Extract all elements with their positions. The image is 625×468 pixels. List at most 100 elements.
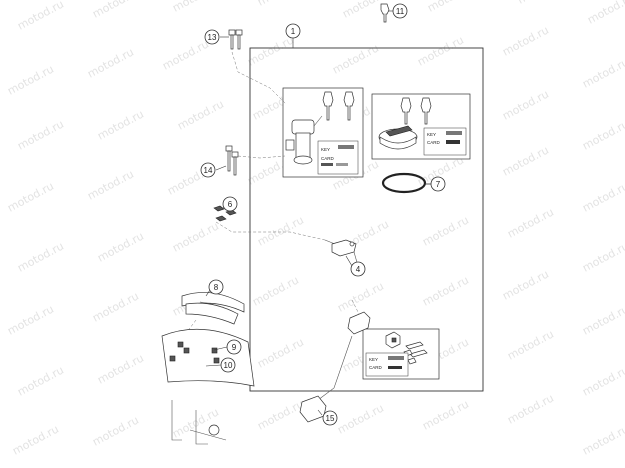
watermark-text: motod.ru: [5, 62, 56, 97]
callout-leader-15: [317, 409, 323, 416]
callout-number-8: 8: [214, 283, 219, 292]
callout-leader-10: [205, 364, 222, 367]
callout-13: 13: [204, 29, 220, 45]
callout-1: 1: [285, 23, 301, 39]
watermark-text: motod.ru: [580, 55, 625, 90]
nut-set: [213, 205, 237, 222]
watermark-text: motod.ru: [585, 0, 625, 27]
key-pair-seat: [403, 341, 428, 365]
watermark-text: motod.ru: [255, 213, 306, 248]
key-pair-upper: [322, 91, 355, 121]
ignition-switch: [285, 115, 323, 165]
callout-circle-11: [392, 3, 408, 19]
watermark-text: motod.ru: [15, 363, 66, 398]
key-card-c-code-label: CARD: [369, 365, 383, 370]
watermark-text: motod.ru: [160, 37, 211, 72]
key-blank: [380, 3, 390, 23]
callout-4: 4: [350, 261, 366, 277]
watermark-text: motod.ru: [90, 289, 141, 324]
mounting-bracket: [171, 400, 227, 445]
key-card-c-key-label: KEY: [369, 357, 378, 362]
callout-leader-9: [213, 346, 228, 351]
watermark-text: motod.ru: [85, 167, 136, 202]
watermark-text: motod.ru: [255, 0, 306, 9]
callout-circle-4: [350, 261, 366, 277]
callout-6: 6: [222, 196, 238, 212]
callout-10: 10: [220, 357, 236, 373]
watermark-text: motod.ru: [580, 239, 625, 274]
cable-actuator: [331, 239, 357, 257]
watermark-text: motod.ru: [90, 0, 141, 21]
bolt-set-mid: [225, 145, 239, 176]
watermark-text: motod.ru: [580, 117, 625, 152]
callout-7: 7: [430, 176, 446, 192]
callout-11: 11: [392, 3, 408, 19]
callout-8: 8: [208, 279, 224, 295]
watermark-text: motod.ru: [500, 87, 551, 122]
watermark-text: motod.ru: [415, 33, 466, 68]
callout-circle-9: [226, 339, 242, 355]
watermark-text: motod.ru: [85, 45, 136, 80]
watermark-text: motod.ru: [580, 363, 625, 398]
callout-number-15: 15: [326, 414, 335, 423]
key-card-a-key-label: KEY: [321, 147, 330, 152]
watermark-text: motod.ru: [15, 0, 66, 33]
watermark-text: motod.ru: [15, 239, 66, 274]
watermark-text: motod.ru: [420, 273, 471, 308]
watermark-text: motod.ru: [175, 97, 226, 132]
watermark-text: motod.ru: [335, 401, 386, 436]
watermark-text: motod.ru: [425, 0, 476, 15]
callout-circle-8: [208, 279, 224, 295]
callout-circle-7: [430, 176, 446, 192]
callout-number-13: 13: [208, 33, 217, 42]
latch-bracket: [299, 395, 327, 423]
bezel-cover: [181, 292, 245, 325]
key-card-a-code-label: CARD: [321, 156, 335, 161]
watermark-text: motod.ru: [505, 391, 556, 426]
watermark-text: motod.ru: [95, 107, 146, 142]
watermark-text: motod.ru: [245, 33, 296, 68]
lock-cable: [215, 221, 326, 241]
o-ring: [381, 172, 427, 194]
watermark-text: motod.ru: [500, 143, 551, 178]
callout-circle-14: [200, 162, 216, 178]
kit-frame: [249, 47, 484, 392]
watermark-layer: motod.ru motod.ru motod.ru motod.ru motod.ru…: [5, 0, 625, 458]
lower-cover: [161, 328, 255, 387]
callout-circle-1: [285, 23, 301, 39]
callout-number-4: 4: [356, 265, 361, 274]
watermark-text: motod.ru: [420, 213, 471, 248]
watermark-text: motod.ru: [330, 41, 381, 76]
watermark-text: motod.ru: [335, 279, 386, 314]
watermark-text: motod.ru: [250, 273, 301, 308]
watermark-text: motod.ru: [580, 302, 625, 337]
watermark-text: motod.ru: [505, 327, 556, 362]
watermark-text: motod.ru: [95, 229, 146, 264]
watermark-text: motod.ru: [515, 0, 566, 7]
watermark-text: motod.ru: [5, 179, 56, 214]
callout-number-7: 7: [436, 180, 441, 189]
key-pair-fuel: [400, 97, 432, 125]
watermark-text: motod.ru: [170, 0, 221, 15]
callout-15: 15: [322, 410, 338, 426]
callout-number-14: 14: [204, 166, 213, 175]
watermark-text: motod.ru: [10, 422, 61, 457]
watermark-text: motod.ru: [170, 219, 221, 254]
callout-circle-10: [220, 357, 236, 373]
seat-latch: [347, 311, 371, 335]
callout-number-11: 11: [396, 7, 405, 16]
callout-9: 9: [226, 339, 242, 355]
watermark-text: motod.ru: [500, 23, 551, 58]
bolt-set-top: [228, 29, 243, 50]
watermark-text: motod.ru: [15, 117, 66, 152]
watermark-text: motod.ru: [255, 397, 306, 432]
watermark-text: motod.ru: [170, 405, 221, 440]
callout-number-10: 10: [224, 361, 233, 370]
watermark-text: motod.ru: [580, 422, 625, 457]
callout-circle-6: [222, 196, 238, 212]
watermark-text: motod.ru: [95, 351, 146, 386]
callout-circle-13: [204, 29, 220, 45]
watermark-text: motod.ru: [580, 179, 625, 214]
